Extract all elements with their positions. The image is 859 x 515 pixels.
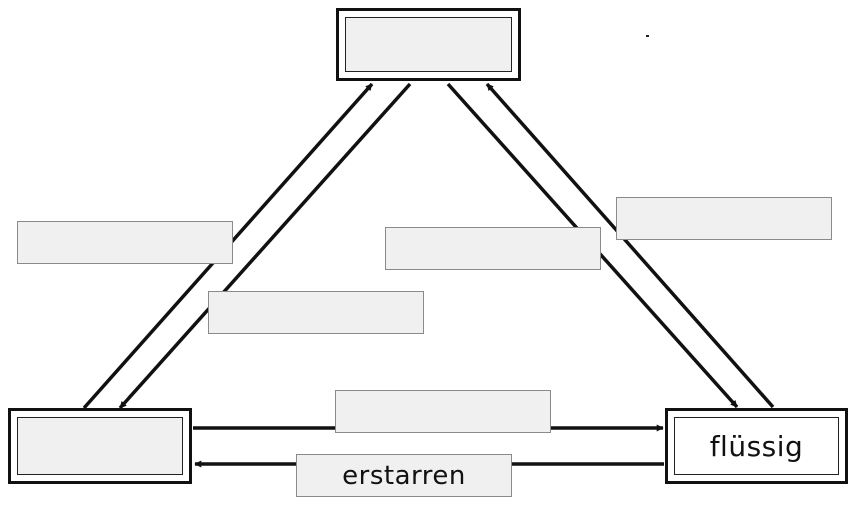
arrow-top-to-left (118, 82, 412, 410)
state-label-right: flüssig (674, 417, 839, 475)
arrow-right-to-top (485, 82, 775, 409)
process-label-bottom-lower[interactable]: erstarren (296, 454, 512, 497)
state-label-left (17, 417, 183, 475)
process-label-left-upper[interactable] (17, 221, 233, 264)
process-label-right-inner[interactable] (385, 227, 601, 270)
process-label-right-outer[interactable] (616, 197, 832, 240)
process-label-left-lower[interactable] (208, 291, 424, 334)
state-box-left (8, 408, 192, 484)
state-box-top (336, 8, 521, 81)
state-box-right: flüssig (665, 408, 848, 484)
stray-mark (646, 35, 649, 37)
process-label-bottom-upper[interactable] (335, 390, 551, 433)
state-label-top (345, 17, 512, 72)
